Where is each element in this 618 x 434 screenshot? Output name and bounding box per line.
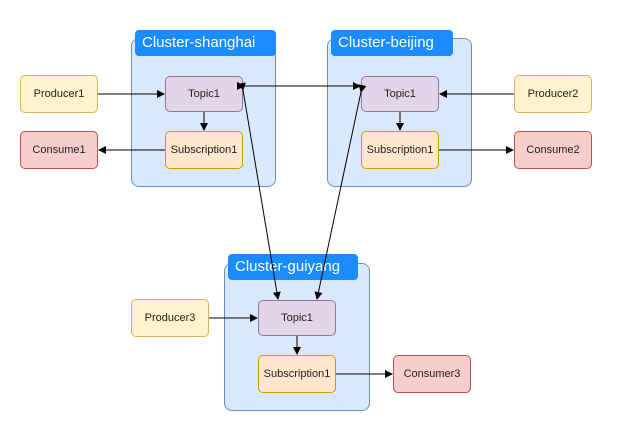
consume2-node: Consume2 xyxy=(514,131,592,169)
shanghai-subscription1-node: Subscription1 xyxy=(165,131,243,169)
beijing-guiyang-topic-link xyxy=(314,84,367,300)
shanghai-guiyang-topic-link xyxy=(237,82,281,300)
shanghai-topic1-node: Topic1 xyxy=(165,76,243,112)
consumer3-node: Consumer3 xyxy=(393,355,471,393)
beijing-subscription1-node: Subscription1 xyxy=(361,131,439,169)
beijing-topic1-node: Topic1 xyxy=(361,76,439,112)
producer3-node: Producer3 xyxy=(131,299,209,337)
producer2-node: Producer2 xyxy=(514,75,592,113)
guiyang-topic1-node: Topic1 xyxy=(258,300,336,336)
cluster-beijing-title: Cluster-beijing xyxy=(331,30,453,56)
cluster-shanghai-title: Cluster-shanghai xyxy=(135,30,276,56)
guiyang-subscription1-node: Subscription1 xyxy=(258,355,336,393)
consume1-node: Consume1 xyxy=(20,131,98,169)
producer1-node: Producer1 xyxy=(20,75,98,113)
